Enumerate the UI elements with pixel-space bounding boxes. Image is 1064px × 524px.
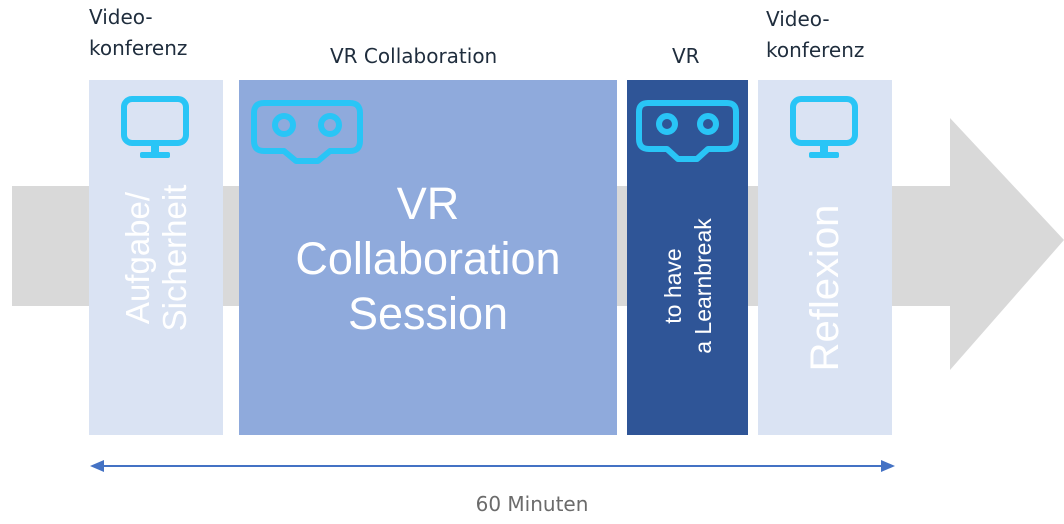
phase-1-label: Video- konferenz xyxy=(89,5,188,60)
duration-label: 60 Minuten xyxy=(475,492,589,516)
phase-4-label: Video- konferenz xyxy=(766,7,865,62)
timeline-duration-arrow xyxy=(90,460,895,472)
phase-aufgabe-block: Aufgabe/ Sicherheit xyxy=(89,80,223,435)
phase-aufgabe-text: Aufgabe/ Sicherheit xyxy=(119,184,193,331)
phase-reflexion-text: Reflexion xyxy=(803,204,847,371)
phase-vr-collaboration-text: VR Collaboration Session xyxy=(295,178,561,339)
phase-learnbreak-text: to have a Learnbreak xyxy=(659,217,716,354)
phase-2-label: VR Collaboration xyxy=(330,44,498,68)
phase-reflexion-block: Reflexion xyxy=(758,80,892,435)
vr-headset-icon xyxy=(636,100,739,162)
phase-3-label: VR xyxy=(672,44,700,68)
phase-learnbreak-block: to have a Learnbreak xyxy=(627,80,748,435)
monitor-icon xyxy=(121,96,189,158)
monitor-icon xyxy=(790,96,858,158)
phase-vr-collaboration-block: VR Collaboration Session xyxy=(239,80,617,435)
vr-headset-icon xyxy=(251,100,363,164)
